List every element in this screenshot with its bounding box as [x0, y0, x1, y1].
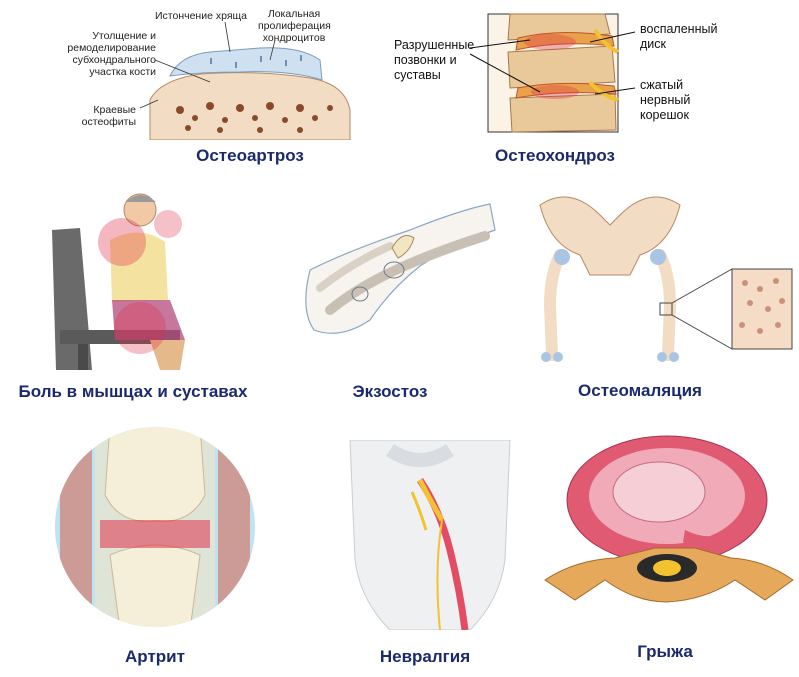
pelvis-femur-illustration [539, 196, 793, 362]
panel-osteochondrosis: Разрушенные позвонки и суставы воспаленн… [390, 0, 790, 180]
label-inflamed-disc: воспаленный диск [640, 22, 718, 51]
sciatic-nerve-illustration [349, 440, 511, 630]
nerve-root [593, 28, 619, 54]
label-compressed-root: сжатый нервный корешок [640, 78, 691, 122]
panel-neuralgia: Невралгия [330, 440, 530, 677]
body-silhouette [349, 440, 511, 630]
caption-osteoarthrosis: Остеоартроз [196, 146, 304, 165]
panel-osteomalacia: Остеомаляция [520, 185, 799, 410]
label-cartilage-thinning: Истончение хряща [155, 10, 247, 22]
femur [104, 427, 206, 522]
herniation [683, 530, 721, 551]
label-subchondral: Утолщение и ремоделирование субхондральн… [67, 30, 156, 78]
pelvis [539, 196, 681, 276]
osteochondrosis-illustration [469, 13, 636, 133]
panel-muscle-joint-pain: Боль в мышцах и суставах [0, 180, 270, 410]
caption-arthritis: Артрит [125, 647, 185, 666]
panel-arthritis: Артрит [40, 425, 270, 677]
inflamed-disc [515, 31, 615, 51]
hand-bones-illustration [305, 203, 496, 334]
panel-exostosis: Экзостоз [290, 190, 510, 410]
bone-texture-zoom [731, 268, 793, 350]
bone-shape [149, 72, 351, 140]
exostosis-growth [391, 235, 415, 259]
knee-joint-illustration [55, 427, 255, 627]
panel-hernia: Грыжа [535, 430, 799, 677]
caption-hernia: Грыжа [637, 642, 693, 661]
panel-osteoarthrosis: Истончение хряща Локальная пролиферация … [60, 0, 360, 180]
torso [110, 232, 168, 302]
label-local-proliferation: Локальная пролиферация хондроцитов [258, 8, 331, 44]
osteoarthrosis-illustration [139, 21, 351, 140]
disc-hernia-illustration [544, 435, 794, 603]
caption-neuralgia: Невралгия [379, 647, 471, 666]
caption-muscle-joint-pain: Боль в мышцах и суставах [18, 382, 248, 401]
label-destroyed-vertebrae: Разрушенные позвонки и суставы [394, 38, 475, 82]
caption-exostosis: Экзостоз [352, 382, 428, 401]
caption-osteochondrosis: Остеохондроз [495, 146, 615, 165]
caption-osteomalacia: Остеомаляция [578, 381, 702, 400]
tibia [109, 544, 201, 627]
label-osteophytes: Краевые остеофиты [81, 104, 136, 128]
seated-woman-illustration [52, 193, 185, 370]
cartilage-layer [169, 47, 323, 81]
